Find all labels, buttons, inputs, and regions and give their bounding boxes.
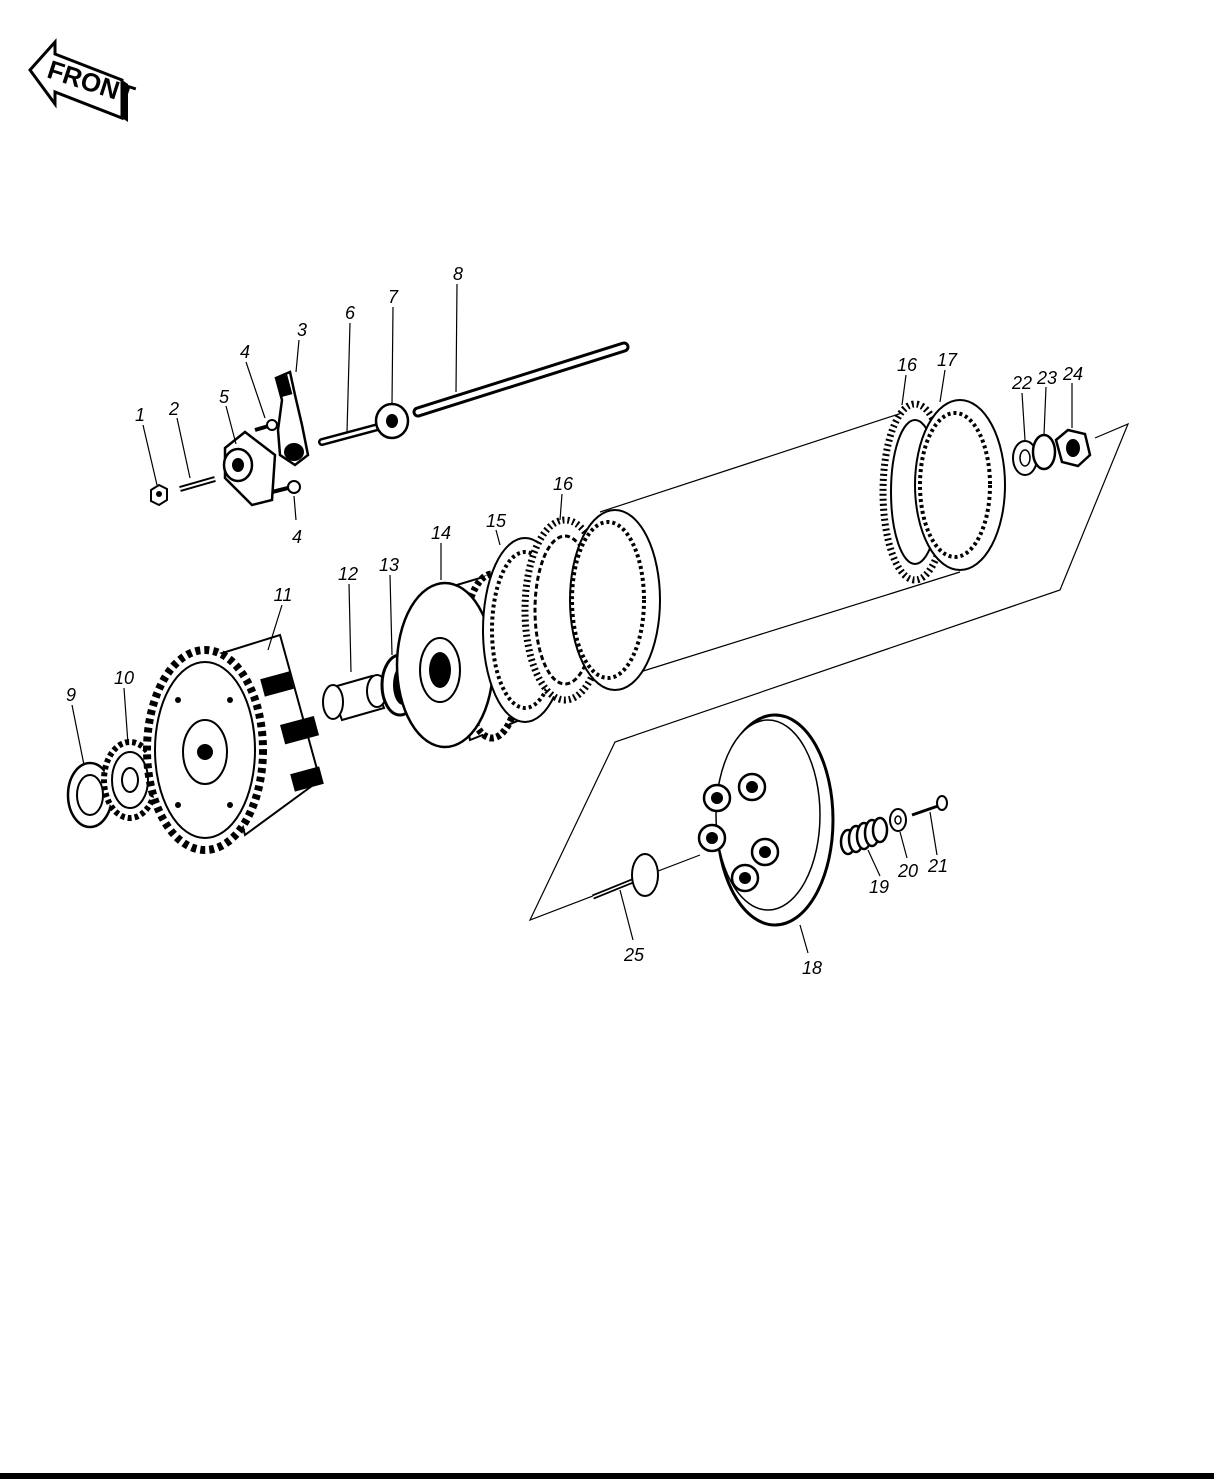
- callout-11: 11: [274, 585, 293, 605]
- part-25-push-rod-head: [592, 853, 659, 900]
- callout-4-upper: 4: [240, 342, 250, 362]
- callout-7: 7: [388, 287, 399, 307]
- part-6-push-rod: [318, 423, 382, 446]
- callout-16-right: 16: [897, 355, 918, 375]
- callout-9: 9: [66, 685, 76, 705]
- leader-lines: [71, 283, 1073, 954]
- callout-2: 2: [168, 399, 179, 419]
- part-4-screw-upper: [254, 419, 278, 432]
- part-18-pressure-plate: [697, 713, 835, 927]
- part-21-bolt: [911, 795, 948, 817]
- callout-13: 13: [379, 555, 399, 575]
- part-8-long-push-rod: [412, 341, 630, 418]
- callout-17: 17: [937, 350, 958, 370]
- callout-8: 8: [453, 264, 463, 284]
- part-17-plate-stack-left: [569, 509, 661, 691]
- part-23-lock-washer: [1031, 433, 1057, 471]
- callout-12: 12: [338, 564, 358, 584]
- callout-1: 1: [135, 405, 145, 425]
- callout-14: 14: [431, 523, 451, 543]
- callout-23: 23: [1036, 368, 1057, 388]
- part-2-bolt: [179, 476, 216, 492]
- callout-6: 6: [345, 303, 356, 323]
- part-22-washer: [1012, 440, 1038, 476]
- callout-19: 19: [869, 877, 889, 897]
- assembly-guide-lines: [528, 411, 1130, 922]
- callout-4-lower: 4: [292, 527, 302, 547]
- callout-10: 10: [114, 668, 134, 688]
- part-11-clutch-housing: [143, 633, 324, 854]
- callout-24: 24: [1062, 364, 1083, 384]
- callout-labels: 1 2 3 4 4 5 6 7 8 9 10 11 12 13 14 15 16…: [66, 264, 1083, 978]
- part-7-bushing: [374, 402, 410, 440]
- callout-21: 21: [927, 856, 948, 876]
- part-12-sleeve: [322, 674, 388, 722]
- callout-25: 25: [623, 945, 645, 965]
- callout-5: 5: [219, 387, 230, 407]
- part-20-washer: [889, 808, 907, 832]
- callout-20: 20: [897, 861, 918, 881]
- part-5-release-housing: [222, 430, 277, 507]
- part-3-release-lever: [274, 370, 310, 467]
- callout-16-left: 16: [553, 474, 574, 494]
- callout-3: 3: [297, 320, 307, 340]
- part-19-spring: [839, 816, 889, 856]
- callout-22: 22: [1011, 373, 1032, 393]
- callout-15: 15: [486, 511, 507, 531]
- callout-18: 18: [802, 958, 822, 978]
- front-direction-arrow: FRONT: [28, 38, 138, 122]
- part-24-nut: [1054, 428, 1092, 468]
- part-17-friction-plate-right: [914, 399, 1006, 571]
- part-1-nut: [150, 483, 168, 507]
- part-4-screw-lower: [271, 480, 301, 494]
- part-9-thrust-washer: [66, 761, 114, 829]
